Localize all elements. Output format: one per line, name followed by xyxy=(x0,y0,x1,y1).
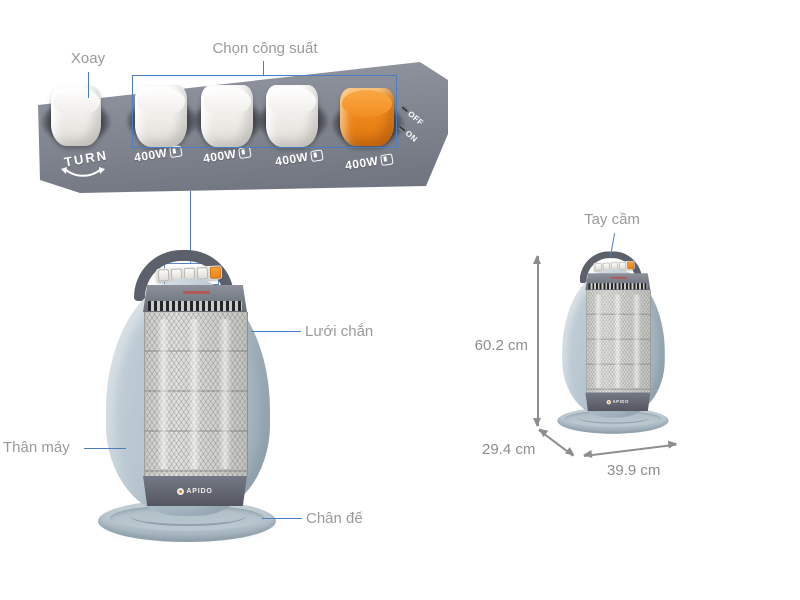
arrow-up-icon xyxy=(533,255,542,264)
heater-front-column: APIDO xyxy=(585,273,651,412)
brand-logo-icon xyxy=(177,487,185,495)
width-dimension-label: 39.9 cm xyxy=(607,462,661,479)
halogen-tube xyxy=(632,294,641,389)
arrow-left-icon xyxy=(536,425,549,438)
depth-dimension-label: 29.4 cm xyxy=(482,441,536,458)
base-callout-line xyxy=(262,518,302,519)
heater-front-column: APIDO xyxy=(143,285,248,506)
heater-top-band xyxy=(585,273,651,290)
power-knob-1 xyxy=(135,85,187,147)
grill-callout-label: Lưới chắn xyxy=(305,323,374,340)
halogen-tube xyxy=(594,294,603,389)
width-dimension-arrow xyxy=(582,439,678,460)
heater-bottom-band: APIDO xyxy=(585,392,651,412)
power-select-callout-label: Chọn công suất xyxy=(212,40,318,57)
halogen-tube xyxy=(187,318,202,470)
turn-knob xyxy=(51,86,101,146)
heater-vents xyxy=(148,301,242,311)
arrow-left-icon xyxy=(582,450,593,460)
heater-product-photo-large: APIDO xyxy=(96,248,282,548)
brand-text: APIDO xyxy=(186,487,213,495)
power-select-stem-line xyxy=(263,61,264,75)
brand-text: APIDO xyxy=(612,399,629,405)
heater-vents xyxy=(588,283,648,290)
power-knob-3 xyxy=(266,85,318,147)
arrow-down-icon xyxy=(533,418,542,427)
halogen-tube xyxy=(218,318,232,470)
heater-bottom-band: APIDO xyxy=(143,476,247,506)
heater-top-band xyxy=(143,285,247,312)
mini-knob-orange xyxy=(626,261,634,270)
heater-mesh-grill xyxy=(144,312,248,476)
watt-knob-icon xyxy=(380,152,394,166)
heater-base-foot xyxy=(130,506,246,526)
height-dimension-label: 60.2 cm xyxy=(474,337,528,354)
rotate-callout-label: Xoay xyxy=(70,50,106,67)
brand-logo: APIDO xyxy=(177,487,213,495)
handle-callout-label: Tay cầm xyxy=(584,211,640,228)
body-callout-line xyxy=(84,448,126,449)
mini-knob xyxy=(594,263,602,272)
brand-logo-icon xyxy=(606,399,612,405)
brand-logo: APIDO xyxy=(606,399,629,405)
halogen-tube xyxy=(613,294,622,389)
mini-knob xyxy=(157,269,169,282)
heater-product-photo-small: APIDO xyxy=(556,250,672,438)
body-callout-label: Thân máy xyxy=(3,439,70,456)
heater-model-text xyxy=(610,276,627,279)
panel-to-heater-connector-line xyxy=(190,191,191,264)
turn-curved-arrow-icon xyxy=(61,167,105,177)
power-knob-2 xyxy=(201,85,253,147)
mini-knob-orange xyxy=(209,266,221,279)
heater-handle xyxy=(579,251,643,284)
heater-base-foot xyxy=(577,411,650,424)
mini-knob xyxy=(196,267,208,280)
control-panel-photo: TURN 400W 400W 400W 400W OFF ON xyxy=(28,52,448,194)
halogen-tube xyxy=(157,318,171,470)
power-knobs-highlight-rect xyxy=(132,75,397,148)
height-dimension-arrow xyxy=(533,255,542,427)
heater-handle xyxy=(134,250,234,301)
power-knob-4-orange xyxy=(340,88,394,146)
grill-callout-line xyxy=(251,331,301,332)
watt-knob-icon xyxy=(310,148,324,162)
arrow-right-icon xyxy=(564,447,577,460)
heater-model-text xyxy=(182,291,210,294)
base-callout-label: Chân đế xyxy=(306,510,363,527)
heater-mesh-grill xyxy=(586,290,651,393)
rotate-callout-line xyxy=(88,72,89,98)
arrow-right-icon xyxy=(667,439,678,450)
